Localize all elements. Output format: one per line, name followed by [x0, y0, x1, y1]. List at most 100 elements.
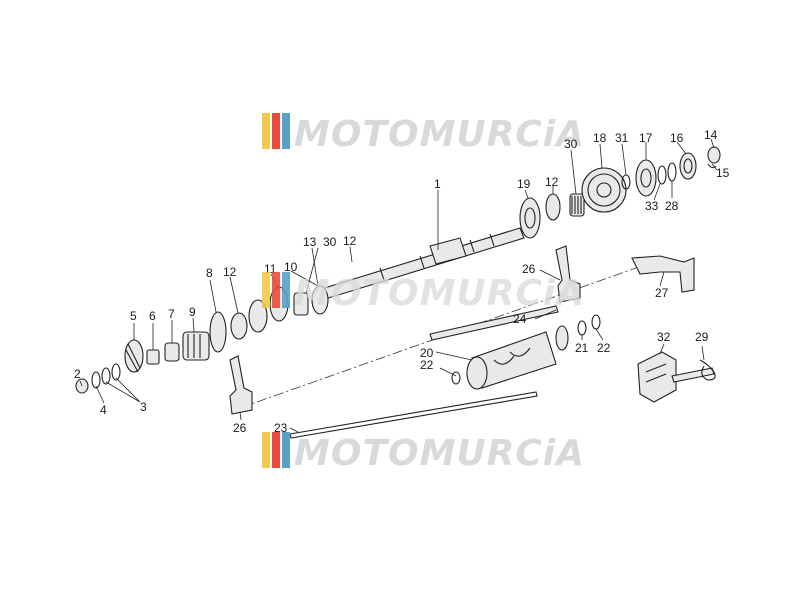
shift-selector-assembly — [637, 351, 716, 403]
bushing-12-upper — [545, 193, 561, 221]
watermark-text: MOTOMURCiA — [294, 273, 585, 314]
callout-22-left: 22 — [420, 358, 434, 372]
callout-26-lower: 26 — [233, 421, 247, 435]
washer-21 — [577, 320, 587, 336]
shift-forks — [229, 245, 695, 415]
callout-20: 20 — [420, 346, 434, 360]
gear-18 — [581, 167, 627, 213]
leader-16 — [676, 141, 687, 155]
leader-12a — [229, 276, 239, 314]
callout-16: 16 — [670, 131, 684, 145]
shift-fork-26-lower — [229, 355, 253, 415]
needle-bearing-7 — [164, 342, 180, 362]
gear-8 — [209, 311, 227, 353]
shaft-23 — [289, 391, 538, 439]
selector-drum-20-end — [466, 356, 488, 390]
leader-3 — [105, 377, 141, 403]
callout-17: 17 — [639, 131, 653, 145]
leader-19 — [524, 189, 529, 199]
bushing-12-lower — [230, 312, 248, 340]
bearing-16-inner — [683, 158, 693, 174]
watermark-stripe-red — [272, 113, 280, 149]
leader-8 — [209, 279, 217, 313]
callout-12-left: 12 — [223, 265, 237, 279]
leader-27 — [659, 271, 665, 287]
watermark-top: MOTOMURCiA — [262, 113, 585, 155]
selector-plate-32-detail — [645, 363, 667, 383]
callout-15: 15 — [716, 166, 730, 180]
leader-18 — [599, 143, 603, 169]
leader-9 — [192, 317, 195, 333]
leader-32 — [659, 343, 665, 355]
selector-plate-32 — [637, 351, 677, 403]
callout-22-right: 22 — [597, 341, 611, 355]
callout-31: 31 — [615, 131, 629, 145]
gear-19-hub — [524, 207, 536, 229]
callout-7: 7 — [168, 307, 175, 321]
callout-24: 24 — [513, 312, 527, 326]
leader-4 — [95, 385, 105, 404]
main-shaft-gear-section — [429, 237, 467, 265]
callout-12-middle: 12 — [343, 234, 357, 248]
callout-26-upper: 26 — [522, 262, 536, 276]
callout-5: 5 — [130, 309, 137, 323]
leader-23 — [289, 427, 299, 433]
leader-lines — [79, 138, 718, 433]
callout-14: 14 — [704, 128, 718, 142]
shift-fork-27 — [631, 255, 695, 293]
leader-22b — [595, 328, 604, 341]
gear-19 — [519, 197, 541, 239]
callout-32: 32 — [657, 330, 671, 344]
gear-5-helix — [125, 343, 141, 373]
main-shaft-assembly — [75, 146, 721, 394]
gear-18-hub — [596, 182, 612, 198]
watermark-text: MOTOMURCiA — [294, 114, 585, 155]
callout-23: 23 — [274, 421, 288, 435]
leader-26a — [239, 411, 242, 421]
selector-drum-assembly — [451, 314, 601, 390]
callout-labels: 1 2 3 4 5 6 7 8 9 10 11 12 12 12 13 14 1… — [74, 128, 730, 435]
gear-17-hub — [640, 168, 652, 188]
watermark-stripe-yellow — [262, 432, 270, 468]
clip-15 — [707, 163, 717, 169]
gear-17 — [635, 159, 657, 197]
spring-29 — [699, 359, 716, 381]
bearing-16 — [679, 152, 697, 180]
watermark-stripe-blue — [282, 272, 290, 308]
watermark-stripe-blue — [282, 432, 290, 468]
leader-24 — [534, 309, 557, 320]
gear-9 — [182, 331, 210, 361]
drum-end-cap — [555, 325, 569, 351]
leader-29 — [701, 345, 705, 361]
leader-10 — [290, 270, 319, 287]
leader-12b — [349, 246, 353, 263]
callout-6: 6 — [149, 309, 156, 323]
fork-rod-24 — [429, 305, 559, 341]
leader-14 — [710, 138, 715, 149]
callout-29: 29 — [695, 330, 709, 344]
part-10 — [311, 285, 329, 315]
leader-26b — [539, 269, 561, 281]
callout-30-upper: 30 — [564, 137, 578, 151]
washer-33 — [657, 165, 667, 185]
leader-30b — [570, 149, 577, 195]
leader-22a — [439, 367, 457, 377]
callout-1: 1 — [434, 177, 441, 191]
callout-33: 33 — [645, 199, 659, 213]
watermark-stripe-red — [272, 432, 280, 468]
watermark-stripe-red — [272, 272, 280, 308]
callout-4: 4 — [100, 403, 107, 417]
gear-18-teeth-ring — [587, 173, 621, 207]
selector-drum-20-tracks — [493, 347, 531, 365]
washer-3b — [101, 367, 111, 385]
callout-18: 18 — [593, 131, 607, 145]
nut-14 — [707, 146, 721, 164]
leader-15 — [711, 163, 718, 171]
callout-8: 8 — [206, 266, 213, 280]
callout-21: 21 — [575, 341, 589, 355]
needle-bearing-30-lower — [293, 292, 309, 316]
callout-10: 10 — [284, 260, 298, 274]
callout-3: 3 — [140, 400, 147, 414]
watermark-text: MOTOMURCiA — [294, 433, 585, 474]
watermark-middle: MOTOMURCiA — [262, 272, 585, 314]
